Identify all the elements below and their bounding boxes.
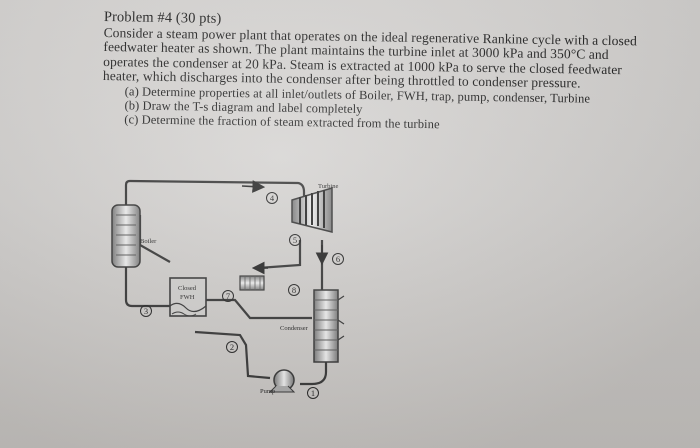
state-markers: 1 2 3 4 5 6 7 bbox=[140, 192, 344, 399]
svg-text:7: 7 bbox=[226, 291, 230, 301]
state-6-marker: 6 bbox=[332, 253, 344, 265]
state-7-marker: 7 bbox=[222, 290, 234, 302]
closed-fwh: Closed FWH bbox=[169, 277, 207, 317]
svg-text:1: 1 bbox=[311, 388, 315, 398]
state-8-marker: 8 bbox=[288, 284, 300, 296]
svg-text:3: 3 bbox=[144, 306, 148, 316]
turbine-label: Turbine bbox=[318, 183, 338, 190]
boiler: Boiler bbox=[111, 204, 157, 268]
state-3-marker: 3 bbox=[140, 305, 152, 317]
state-2-marker: 2 bbox=[226, 341, 238, 353]
svg-text:5: 5 bbox=[293, 235, 297, 245]
svg-text:4: 4 bbox=[270, 193, 275, 203]
state-5-marker: 5 bbox=[289, 234, 301, 246]
flow-arrows bbox=[241, 180, 329, 275]
condenser: Condenser bbox=[280, 289, 345, 363]
trap bbox=[239, 275, 265, 291]
state-1-marker: 1 bbox=[307, 387, 319, 399]
svg-text:6: 6 bbox=[336, 254, 340, 264]
fwh-label-2: FWH bbox=[180, 294, 195, 301]
state-4-marker: 4 bbox=[266, 192, 278, 204]
svg-text:2: 2 bbox=[230, 342, 234, 352]
condenser-label: Condenser bbox=[280, 325, 309, 332]
pump-label: Pump bbox=[260, 388, 275, 395]
boiler-label: Boiler bbox=[140, 238, 157, 245]
svg-text:8: 8 bbox=[292, 285, 296, 295]
pump: Pump bbox=[260, 369, 296, 395]
turbine: Turbine bbox=[291, 183, 338, 233]
fwh-label-1: Closed bbox=[178, 285, 197, 292]
